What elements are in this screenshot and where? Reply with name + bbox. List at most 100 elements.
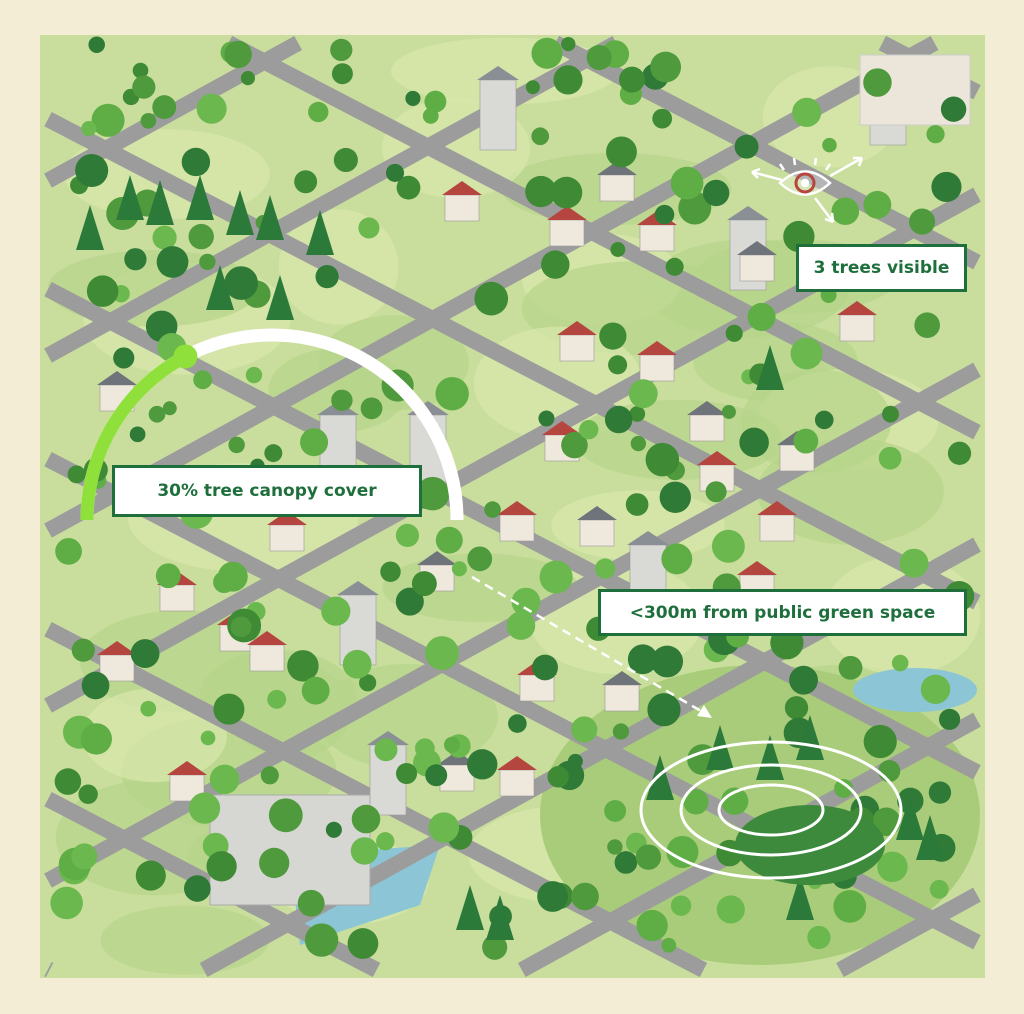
roof [837,301,877,315]
tree [586,44,612,71]
roof [697,451,737,465]
roof [417,551,457,565]
tree [838,655,863,680]
tree [790,337,823,370]
tree [659,481,692,513]
tree [739,427,769,458]
tree [193,370,213,390]
tree [148,405,166,423]
tree [610,242,626,257]
tree [301,676,330,705]
tree [661,937,677,953]
tree [716,895,745,924]
tree [380,561,401,582]
conifer-tree [146,180,174,225]
tree [654,204,675,225]
tree [612,723,630,740]
tree [947,441,972,465]
tree [926,125,945,144]
roof [437,751,477,765]
tree [181,147,211,177]
tree [550,176,583,209]
tree [230,616,252,638]
tree [647,693,681,727]
tree [929,879,949,899]
tree [939,708,961,730]
tree [625,493,649,516]
tree [140,113,157,129]
tree [451,561,467,577]
tree [331,63,353,85]
roof [597,161,637,175]
tree [474,281,509,316]
tree [571,716,598,743]
building [479,79,517,151]
tree [606,136,637,168]
tree [670,166,704,200]
tree [351,804,381,834]
tree [831,197,860,226]
tree [720,787,749,815]
building [599,174,635,202]
tree [793,428,819,454]
roof [167,761,207,775]
roof [737,561,777,575]
tree [595,558,616,579]
tree [196,93,227,124]
roof [477,66,519,80]
tree [645,442,680,477]
tree [325,821,342,838]
tree [395,762,418,785]
tree [206,851,237,882]
tree [414,738,435,759]
tree [683,789,709,815]
tree [604,405,633,434]
tree [511,587,541,617]
tree [411,571,437,597]
roof [727,206,769,220]
tree [670,895,692,916]
tree [422,108,439,124]
tree [347,928,379,959]
tree [833,889,867,923]
roof [97,371,137,385]
tree [78,784,98,804]
tree [350,837,379,865]
tree [599,322,627,350]
forest-cluster [735,805,885,885]
tree [374,738,398,762]
conifer-tree [256,195,284,240]
tree [156,246,189,278]
trees-visible-label: 3 trees visible [796,244,967,292]
tree [467,749,498,780]
tree [287,650,319,682]
tree [665,257,684,276]
tree [308,101,329,123]
tree [224,40,252,69]
tree [711,529,745,563]
tree [525,175,557,208]
building [549,219,585,247]
tree [532,654,558,681]
roof [337,581,379,595]
roof [247,631,287,645]
building [99,384,135,412]
conifer-tree [306,210,334,255]
tree [940,96,967,122]
roof [542,421,582,435]
tree [482,934,508,960]
roof [497,756,537,770]
tree [538,410,555,427]
tree [789,665,818,695]
tree [259,847,290,879]
tree [395,523,420,548]
building [499,769,535,797]
tree [71,638,95,662]
tree [508,714,527,733]
green-space-label: <300m from public green space [598,589,967,636]
tree [135,860,166,891]
tree [260,766,279,785]
tree [435,377,469,411]
tree [636,909,668,942]
tree [822,137,837,153]
